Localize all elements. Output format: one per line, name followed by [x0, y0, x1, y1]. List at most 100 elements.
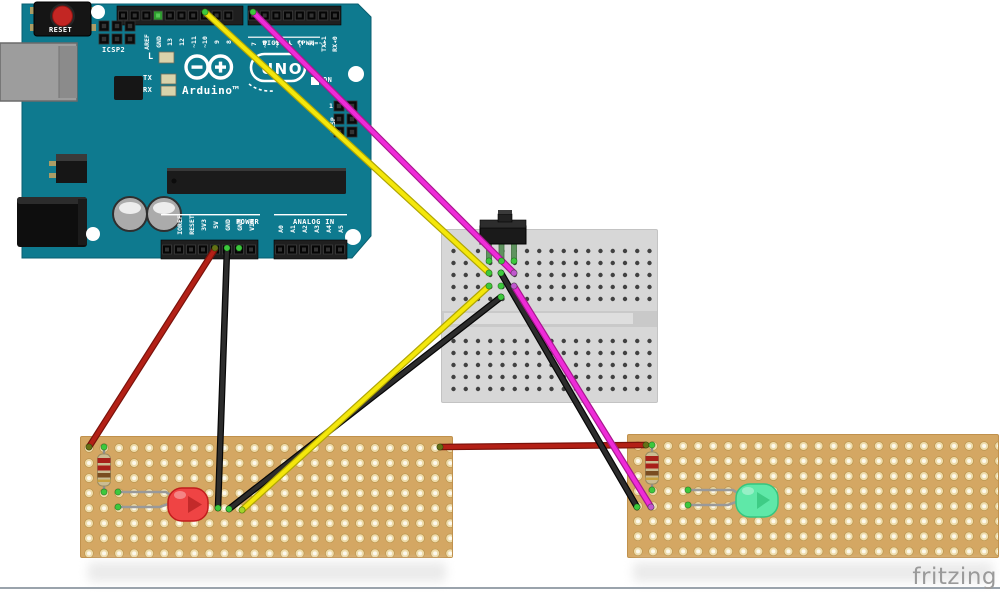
breadboard-hole[interactable] [524, 338, 530, 344]
breadboard-hole[interactable] [622, 374, 628, 380]
breadboard-hole[interactable] [635, 272, 640, 278]
breadboard-hole[interactable] [500, 374, 505, 380]
breadboard-hole[interactable] [463, 374, 468, 380]
breadboard-hole[interactable] [573, 350, 579, 356]
breadboard-hole[interactable] [500, 272, 505, 278]
breadboard-hole[interactable] [598, 272, 603, 278]
breadboard-hole[interactable] [451, 338, 456, 344]
breadboard-hole[interactable] [549, 386, 554, 392]
breadboard-hole[interactable] [598, 362, 603, 368]
breadboard-hole[interactable] [561, 260, 566, 266]
breadboard-hole[interactable] [610, 284, 615, 290]
pin-analog-1[interactable] [287, 244, 297, 255]
pin-icsp2[interactable] [124, 33, 136, 45]
breadboard-hole[interactable] [586, 296, 591, 302]
breadboard-hole[interactable] [463, 386, 468, 392]
breadboard-hole[interactable] [451, 296, 456, 302]
breadboard-hole[interactable] [537, 374, 542, 380]
breadboard-hole[interactable] [512, 386, 517, 392]
breadboard-hole[interactable] [451, 374, 456, 380]
breadboard-hole[interactable] [549, 248, 554, 254]
breadboard-hole[interactable] [622, 386, 628, 392]
pin-analog-3[interactable] [311, 244, 321, 255]
breadboard-hole[interactable] [549, 362, 554, 368]
breadboard-hole[interactable] [622, 338, 628, 344]
breadboard-hole[interactable] [463, 248, 468, 254]
breadboard-hole[interactable] [512, 272, 517, 278]
pin-power-1[interactable] [174, 244, 184, 255]
breadboard-hole[interactable] [512, 296, 517, 302]
breadboard-hole[interactable] [537, 386, 542, 392]
breadboard-hole[interactable] [622, 248, 628, 254]
breadboard-hole[interactable] [537, 248, 542, 254]
breadboard-hole[interactable] [573, 260, 579, 266]
breadboard-hole[interactable] [500, 260, 505, 266]
breadboard-hole[interactable] [524, 284, 530, 290]
breadboard-hole[interactable] [475, 362, 481, 368]
breadboard-hole[interactable] [537, 260, 542, 266]
breadboard-hole[interactable] [549, 284, 554, 290]
stripboard-hole[interactable] [994, 501, 998, 511]
breadboard-hole[interactable] [500, 386, 505, 392]
wire-red-bridge[interactable] [436, 441, 650, 451]
breadboard-hole[interactable] [622, 296, 628, 302]
stripboard-hole[interactable] [994, 441, 998, 451]
stripboard-hole[interactable] [994, 516, 998, 526]
breadboard-hole[interactable] [451, 350, 456, 356]
breadboard-hole[interactable] [635, 284, 640, 290]
pin-icsp[interactable] [333, 100, 345, 112]
breadboard-hole[interactable] [463, 260, 468, 266]
pin-power-6[interactable] [234, 244, 244, 255]
breadboard-hole[interactable] [610, 350, 615, 356]
breadboard-hole[interactable] [475, 338, 481, 344]
breadboard-hole[interactable] [561, 362, 566, 368]
breadboard-hole[interactable] [647, 260, 652, 266]
wire-red-5v[interactable] [85, 245, 219, 451]
pin-digital-left-1[interactable] [129, 10, 140, 21]
pin-icsp[interactable] [346, 113, 358, 125]
pin-digital-left-8[interactable] [211, 10, 222, 21]
breadboard-hole[interactable] [475, 374, 481, 380]
breadboard-hole[interactable] [549, 350, 554, 356]
breadboard-hole[interactable] [610, 296, 615, 302]
breadboard-hole[interactable] [537, 350, 542, 356]
pin-digital-right-6[interactable] [318, 10, 329, 21]
breadboard-hole[interactable] [573, 248, 579, 254]
breadboard-hole[interactable] [561, 386, 566, 392]
breadboard-hole[interactable] [647, 362, 652, 368]
breadboard-hole[interactable] [537, 296, 542, 302]
breadboard-hole[interactable] [586, 272, 591, 278]
breadboard-hole[interactable] [451, 272, 456, 278]
breadboard-hole[interactable] [524, 362, 530, 368]
pin-analog-5[interactable] [335, 244, 345, 255]
breadboard-hole[interactable] [488, 248, 493, 254]
breadboard-hole[interactable] [586, 284, 591, 290]
pin-icsp2[interactable] [124, 20, 136, 32]
breadboard-hole[interactable] [598, 284, 603, 290]
mini-breadboard[interactable] [441, 229, 658, 403]
stripboard-hole[interactable] [994, 456, 998, 466]
breadboard-hole[interactable] [622, 260, 628, 266]
breadboard-hole[interactable] [598, 338, 603, 344]
pin-power-4[interactable] [210, 244, 220, 255]
breadboard-hole[interactable] [475, 386, 481, 392]
pin-icsp2[interactable] [111, 33, 123, 45]
breadboard-hole[interactable] [475, 296, 481, 302]
breadboard-hole[interactable] [647, 284, 652, 290]
breadboard-hole[interactable] [610, 374, 615, 380]
breadboard-hole[interactable] [586, 386, 591, 392]
breadboard-hole[interactable] [500, 296, 505, 302]
breadboard-hole[interactable] [561, 248, 566, 254]
breadboard-hole[interactable] [635, 296, 640, 302]
pin-power-2[interactable] [186, 244, 196, 255]
pin-digital-left-0[interactable] [118, 10, 128, 21]
breadboard-hole[interactable] [549, 296, 554, 302]
breadboard-hole[interactable] [561, 272, 566, 278]
pin-digital-left-2[interactable] [141, 10, 152, 21]
breadboard-hole[interactable] [573, 272, 579, 278]
breadboard-hole[interactable] [598, 296, 603, 302]
breadboard-hole[interactable] [549, 260, 554, 266]
pin-digital-right-5[interactable] [306, 10, 317, 21]
breadboard-hole[interactable] [537, 338, 542, 344]
breadboard-hole[interactable] [512, 260, 517, 266]
